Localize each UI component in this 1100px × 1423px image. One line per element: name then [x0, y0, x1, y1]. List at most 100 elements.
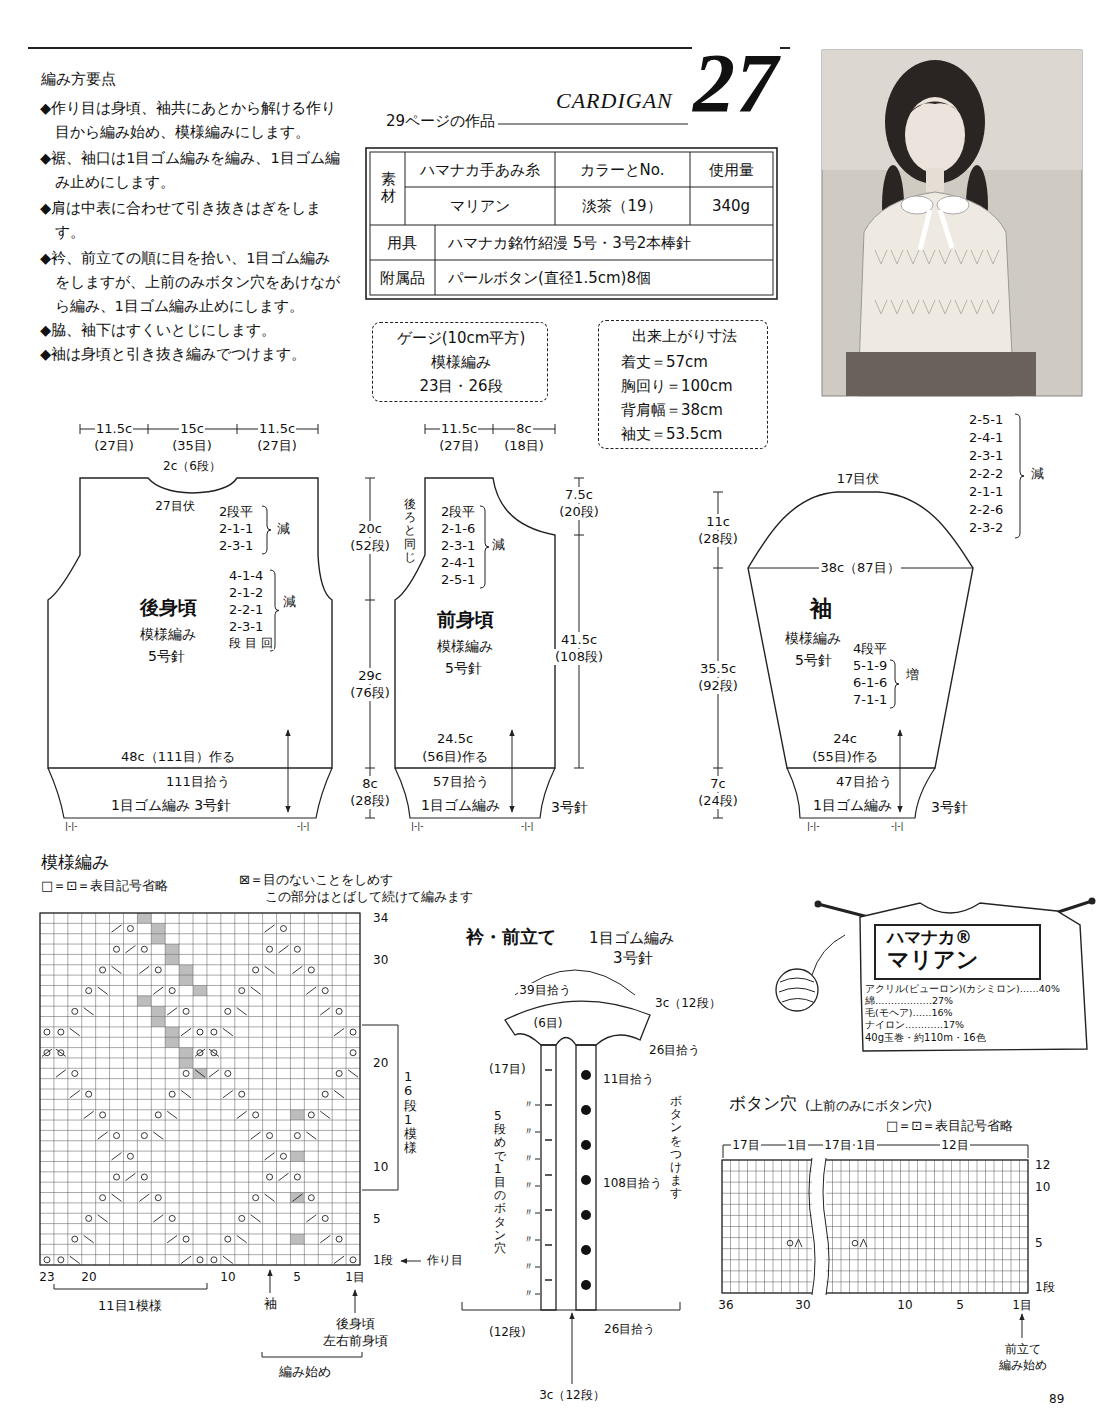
label-text: 2-1-1: [218, 521, 254, 537]
chart-frame: [40, 913, 360, 1265]
chart-grid: [40, 1223, 360, 1224]
label-text: 29ページの作品: [385, 112, 496, 130]
dimension-tick: [713, 818, 723, 819]
decrease-symbol: [139, 1194, 149, 1201]
decrease-symbol: [84, 1235, 94, 1242]
decrease-symbol: [279, 1173, 289, 1180]
decrease-symbol: [223, 1256, 233, 1263]
label-text: 作り目: [426, 1253, 464, 1267]
chart-grid: [40, 1151, 360, 1152]
decrease-symbol: [251, 1215, 261, 1222]
chart-grid: [40, 1254, 360, 1255]
box-text: 胸回り＝100cm: [621, 377, 733, 395]
front-band: [541, 1045, 556, 1310]
yarn-over-symbol: [308, 1195, 314, 1201]
yarn-over-symbol: [141, 946, 147, 952]
label-text: 2-3-1: [968, 448, 1004, 464]
direction-arrow: [572, 1313, 573, 1384]
node-outline: [395, 478, 555, 768]
yarn-over-symbol: [294, 1174, 300, 1180]
no-stitch-cell: [137, 913, 151, 923]
photo-part: [971, 300, 983, 314]
label-text: 2-4-1: [440, 555, 476, 571]
node-outline: [860, 903, 1087, 1051]
label-text: (12段): [488, 1325, 527, 1339]
label-text: 段 目 回: [228, 636, 274, 650]
chart-grid: [40, 944, 360, 945]
gauge-box: ゲージ(10cm平方)模様編み23目・26段: [372, 322, 548, 402]
dimension-tick: [80, 424, 81, 434]
node-outline: [395, 478, 555, 768]
box-heading: 出来上がり寸法: [632, 327, 737, 345]
chart-grid: [722, 1204, 1028, 1205]
direction-arrow: [512, 730, 513, 812]
label-text: 3c（12段）: [538, 1388, 606, 1402]
photo-part: [905, 102, 965, 119]
direction-arrow: [288, 730, 289, 812]
chart-grid: [40, 1182, 360, 1183]
label-text: 1段: [372, 1253, 394, 1267]
yarn-over-symbol: [239, 1091, 245, 1097]
photo-part: [939, 250, 951, 264]
label-text: 2-2-2: [968, 466, 1004, 482]
decrease-symbol: [112, 966, 122, 973]
yarn-over-symbol: [141, 1133, 147, 1139]
chart-grid: [40, 1233, 360, 1234]
chart-grid: [722, 1182, 1028, 1183]
yarn-over-symbol: [225, 1236, 231, 1242]
yarn-over-symbol: [72, 1070, 78, 1076]
yarn-over-symbol: [253, 967, 259, 973]
label-text: 4段平: [852, 641, 888, 657]
decrease-symbol: [223, 1091, 233, 1098]
yarn-over-symbol: [169, 988, 175, 994]
yarn-over-symbol: [44, 1257, 50, 1263]
label-text: 減: [282, 594, 297, 610]
chart-grid: [40, 933, 360, 934]
yarn-over-symbol: [322, 1091, 328, 1097]
label-text: 23: [38, 1270, 55, 1284]
label-text: 5: [1034, 1236, 1044, 1250]
label-text: 1目: [1011, 1298, 1033, 1312]
yarn-over-symbol: [294, 1133, 300, 1139]
yarn-over-symbol: [114, 1133, 120, 1139]
dimension-tick: [493, 424, 494, 434]
count-bracket: [723, 1145, 724, 1158]
label-text: 7-1-1: [852, 692, 888, 708]
decrease-symbol: [292, 966, 302, 973]
label-text: 2-3-1: [228, 619, 264, 635]
label-text: 編み始め: [998, 1358, 1048, 1372]
yarn-over-symbol: [197, 1029, 203, 1035]
label-text: 24c: [832, 731, 858, 747]
label-text: 1目: [855, 1138, 877, 1152]
yarn-over-symbol: [114, 1174, 120, 1180]
chart-grid: [722, 1270, 1028, 1271]
no-stitch-cell: [151, 934, 165, 944]
label-text: 左右前身頃: [322, 1333, 389, 1349]
label-text: -|-|: [890, 821, 905, 832]
chart-grid: [40, 1213, 360, 1214]
label-text: 編み始め: [278, 1364, 332, 1380]
buttonhole-mark: [545, 1069, 552, 1071]
yarn-over-symbol: [253, 1112, 259, 1118]
yarn-over-symbol: [86, 1091, 92, 1097]
chart-grid: [40, 1140, 360, 1141]
chart-grid: [40, 1057, 360, 1058]
label-text: 袖: [263, 1296, 278, 1312]
decrease-symbol: [167, 1008, 177, 1015]
no-stitch-cell: [290, 1234, 304, 1244]
chart-break: [809, 1158, 815, 1295]
label-text: (28段): [697, 531, 739, 547]
chart-grid: [40, 1089, 360, 1090]
yarn-over-symbol: [239, 988, 245, 994]
photo-part: [955, 250, 967, 264]
label-text: 47目拾う: [835, 774, 893, 790]
decrease-symbol: [237, 1111, 247, 1118]
label-text: 29c: [357, 668, 383, 684]
buttonhole-mark: [545, 1209, 552, 1211]
photo-frame: [822, 50, 1082, 396]
label-text: 〃: [522, 1233, 535, 1246]
label-text: (76段): [349, 685, 391, 701]
photo-part: [905, 97, 965, 173]
yarn-over-symbol: [336, 1070, 342, 1076]
dimension-tick: [425, 424, 426, 434]
